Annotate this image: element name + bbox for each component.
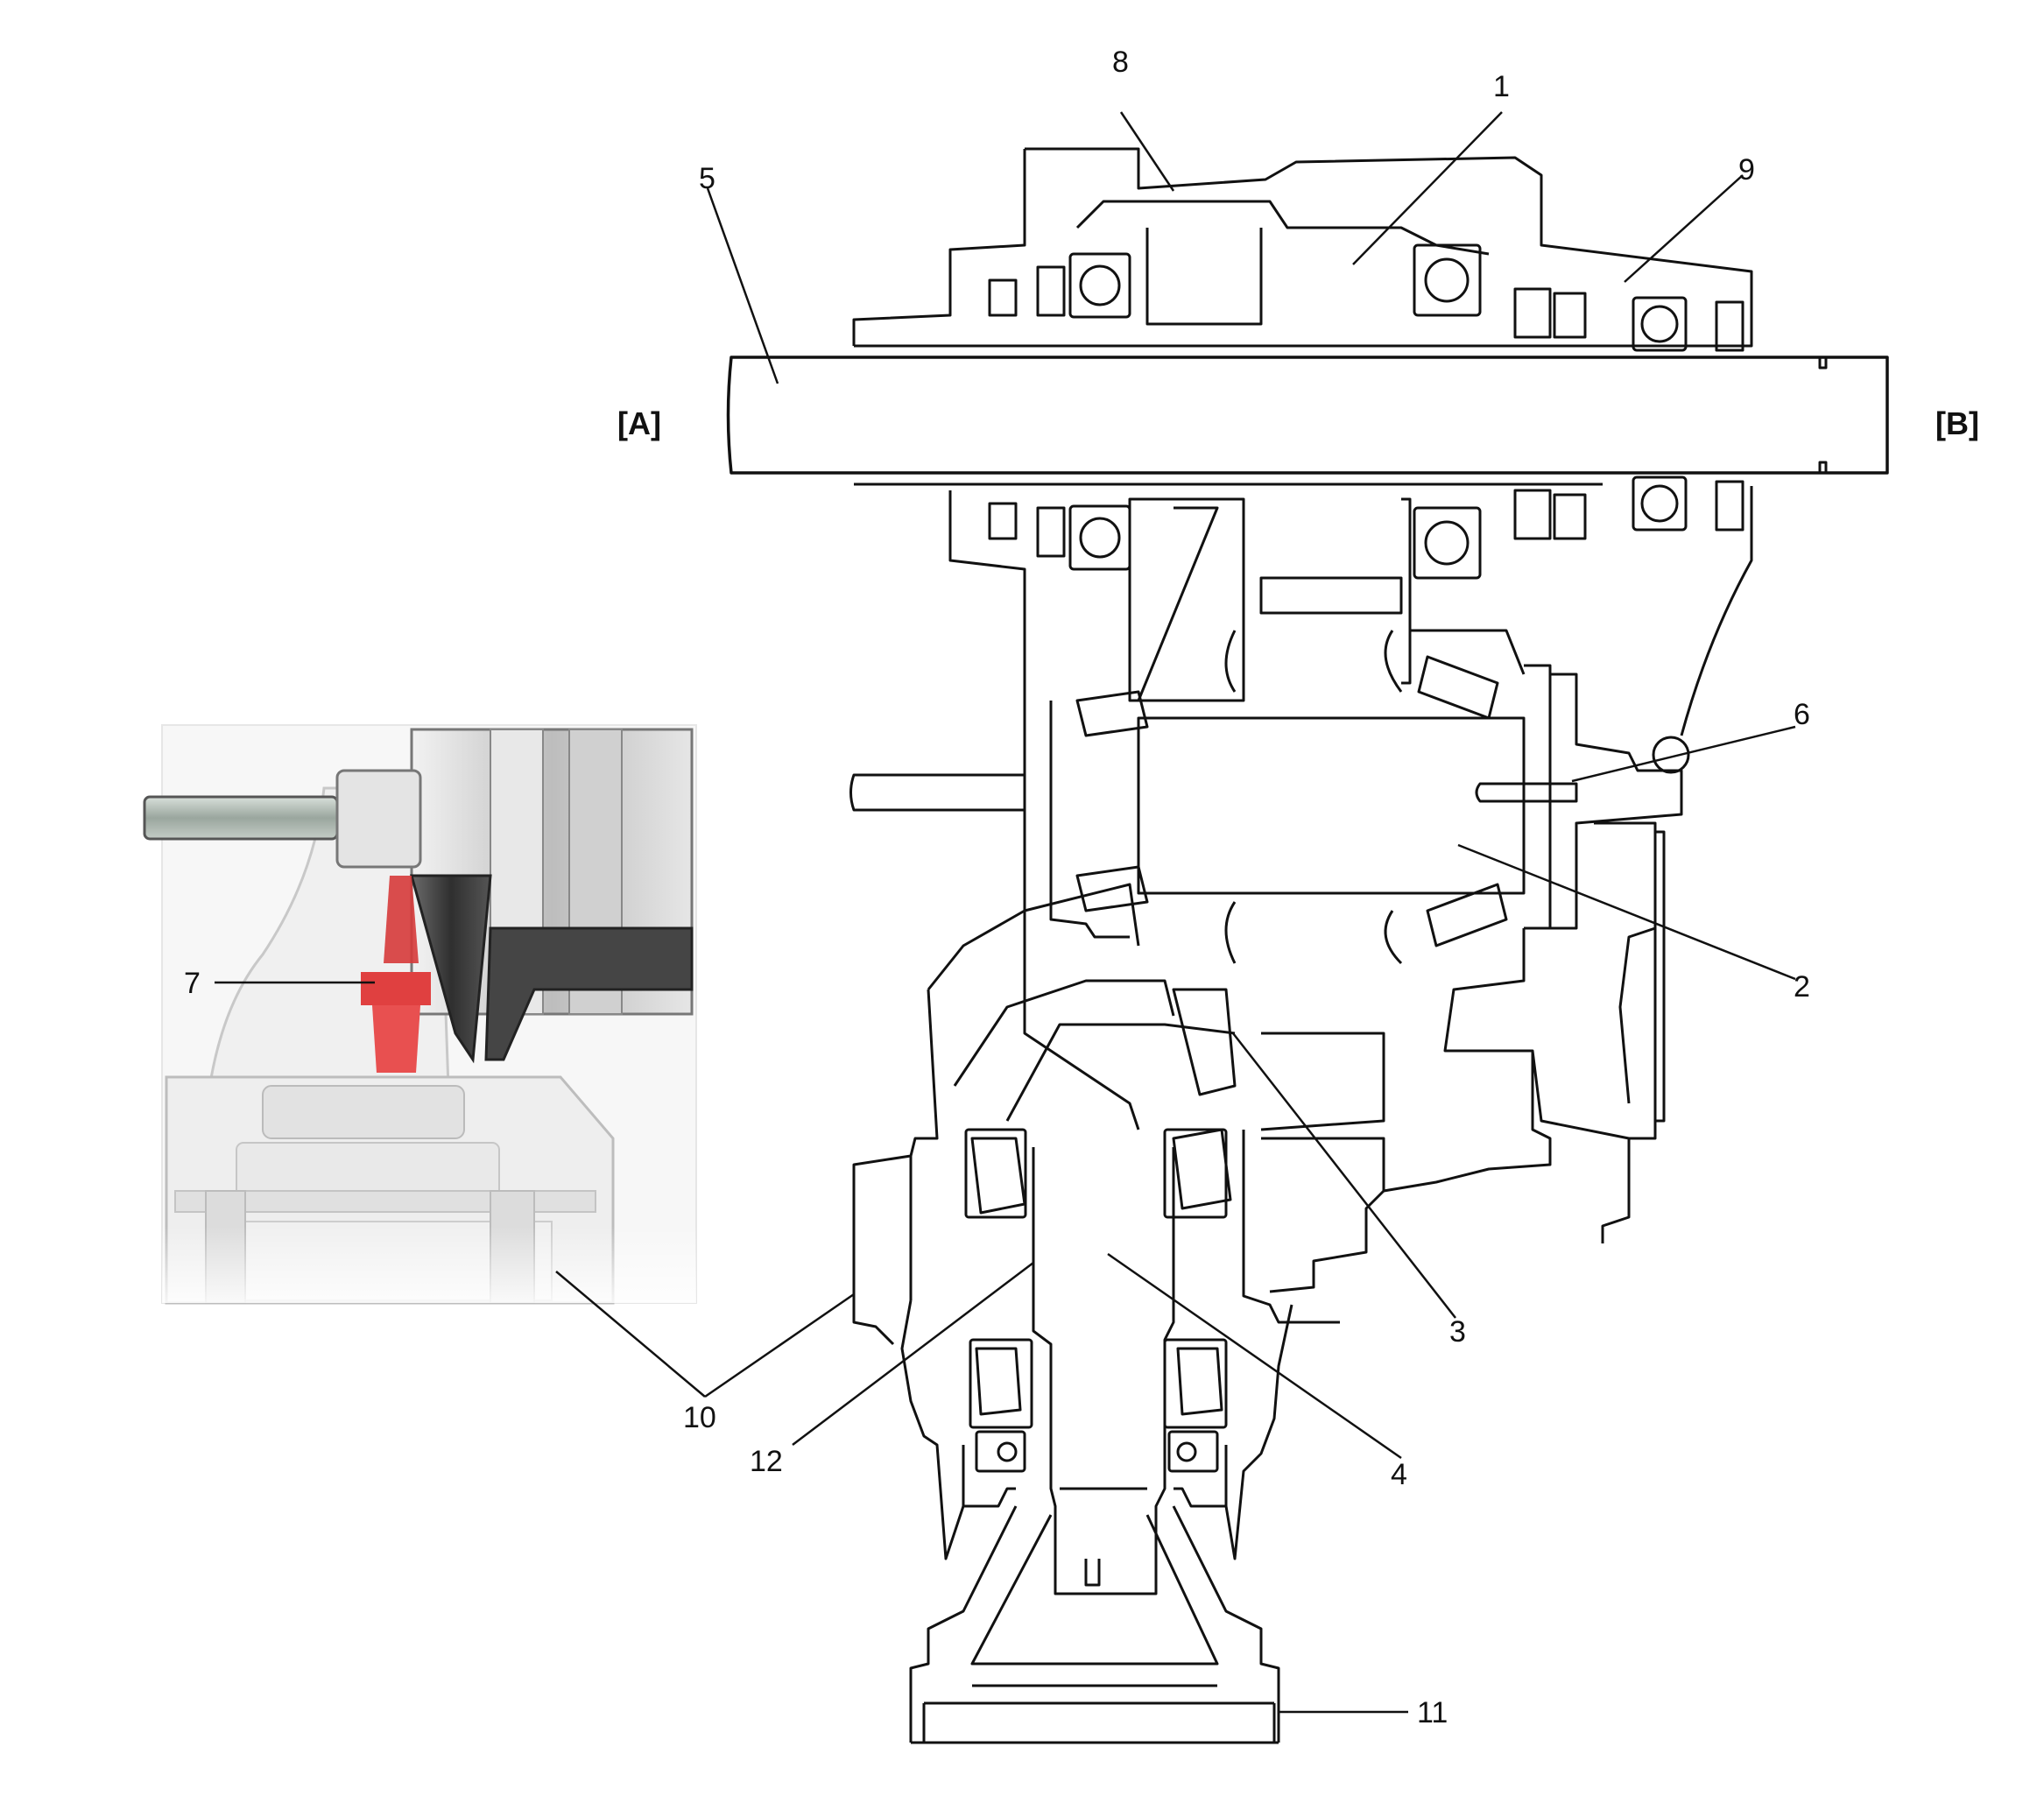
callout-1: 1 xyxy=(1493,70,1510,103)
leader-lines xyxy=(215,111,1796,1714)
callout-8: 8 xyxy=(1112,46,1129,79)
callout-10: 10 xyxy=(683,1401,716,1434)
callout-4: 4 xyxy=(1391,1458,1407,1491)
callout-5: 5 xyxy=(699,162,715,195)
callout-2: 2 xyxy=(1794,970,1810,1004)
cross-section-drawing xyxy=(726,147,1889,1744)
labels: [A] [B] 1 2 3 4 5 6 7 8 9 10 11 12 xyxy=(184,46,1979,1729)
callout-3: 3 xyxy=(1449,1315,1466,1349)
breather-highlight xyxy=(361,876,431,1073)
callout-9: 9 xyxy=(1738,153,1755,187)
inset-3d-view xyxy=(143,724,697,1305)
callout-7: 7 xyxy=(184,967,201,1000)
end-label-b: [B] xyxy=(1935,405,1979,441)
callout-12: 12 xyxy=(750,1445,783,1478)
callout-11: 11 xyxy=(1417,1696,1448,1729)
callout-6: 6 xyxy=(1794,698,1810,731)
end-label-a: [A] xyxy=(617,405,661,441)
